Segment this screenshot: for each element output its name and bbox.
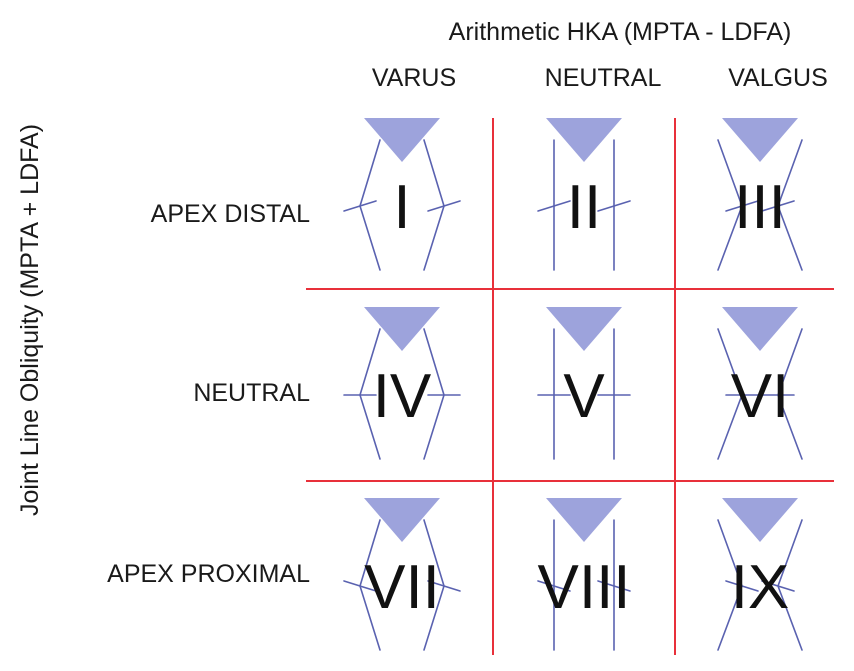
lateral-bone-line bbox=[423, 139, 445, 271]
row-header-neutral: NEUTRAL bbox=[193, 379, 310, 407]
classification-grid bbox=[306, 118, 834, 655]
top-title: Arithmetic HKA (MPTA - LDFA) bbox=[449, 18, 792, 46]
cell-1-1: I bbox=[343, 118, 461, 271]
medial-joint-line-tick bbox=[725, 200, 759, 212]
cell-3-3: IX bbox=[717, 498, 803, 651]
medial-joint-line-tick bbox=[343, 580, 377, 592]
patella-triangle bbox=[546, 307, 622, 351]
medial-joint-line-tick bbox=[537, 200, 571, 212]
cell-numeral: VIII bbox=[537, 553, 630, 622]
cell-1-3: III bbox=[717, 118, 803, 271]
row-header-apex-proximal: APEX PROXIMAL bbox=[107, 560, 310, 588]
medial-joint-line-tick bbox=[725, 580, 759, 592]
cell-numeral: II bbox=[567, 173, 601, 242]
patella-triangle bbox=[546, 118, 622, 162]
cell-numeral: III bbox=[734, 173, 786, 242]
cell-3-2: VIII bbox=[537, 498, 631, 651]
medial-joint-line-tick bbox=[537, 580, 571, 592]
lateral-joint-line-tick bbox=[761, 200, 795, 212]
cell-1-2: II bbox=[537, 118, 631, 271]
cell-3-1: VII bbox=[343, 498, 461, 651]
patella-triangle bbox=[722, 498, 798, 542]
patella-triangle bbox=[722, 118, 798, 162]
patella-triangle bbox=[546, 498, 622, 542]
lateral-joint-line-tick bbox=[597, 580, 631, 592]
patella-triangle bbox=[364, 307, 440, 351]
medial-joint-line-tick bbox=[343, 200, 377, 212]
patella-triangle bbox=[364, 498, 440, 542]
cell-numeral: IV bbox=[373, 362, 432, 431]
cell-2-2: V bbox=[537, 307, 631, 460]
column-header-valgus: VALGUS bbox=[728, 64, 828, 92]
cell-numeral: VI bbox=[731, 362, 790, 431]
column-header-neutral: NEUTRAL bbox=[545, 64, 662, 92]
lateral-joint-line-tick bbox=[761, 580, 795, 592]
cell-2-3: VI bbox=[717, 307, 803, 460]
side-title: Joint Line Obliquity (MPTA + LDFA) bbox=[16, 124, 44, 516]
cell-2-1: IV bbox=[343, 307, 461, 460]
cell-numeral: VII bbox=[364, 553, 440, 622]
cell-numeral: I bbox=[393, 173, 410, 242]
row-header-apex-distal: APEX DISTAL bbox=[151, 200, 310, 228]
lateral-joint-line-tick bbox=[427, 580, 461, 592]
cell-numeral: V bbox=[563, 362, 605, 431]
cell-numeral: IX bbox=[731, 553, 790, 622]
patella-triangle bbox=[722, 307, 798, 351]
patella-triangle bbox=[364, 118, 440, 162]
lateral-joint-line-tick bbox=[427, 200, 461, 212]
lateral-joint-line-tick bbox=[597, 200, 631, 212]
column-header-varus: VARUS bbox=[372, 64, 456, 92]
